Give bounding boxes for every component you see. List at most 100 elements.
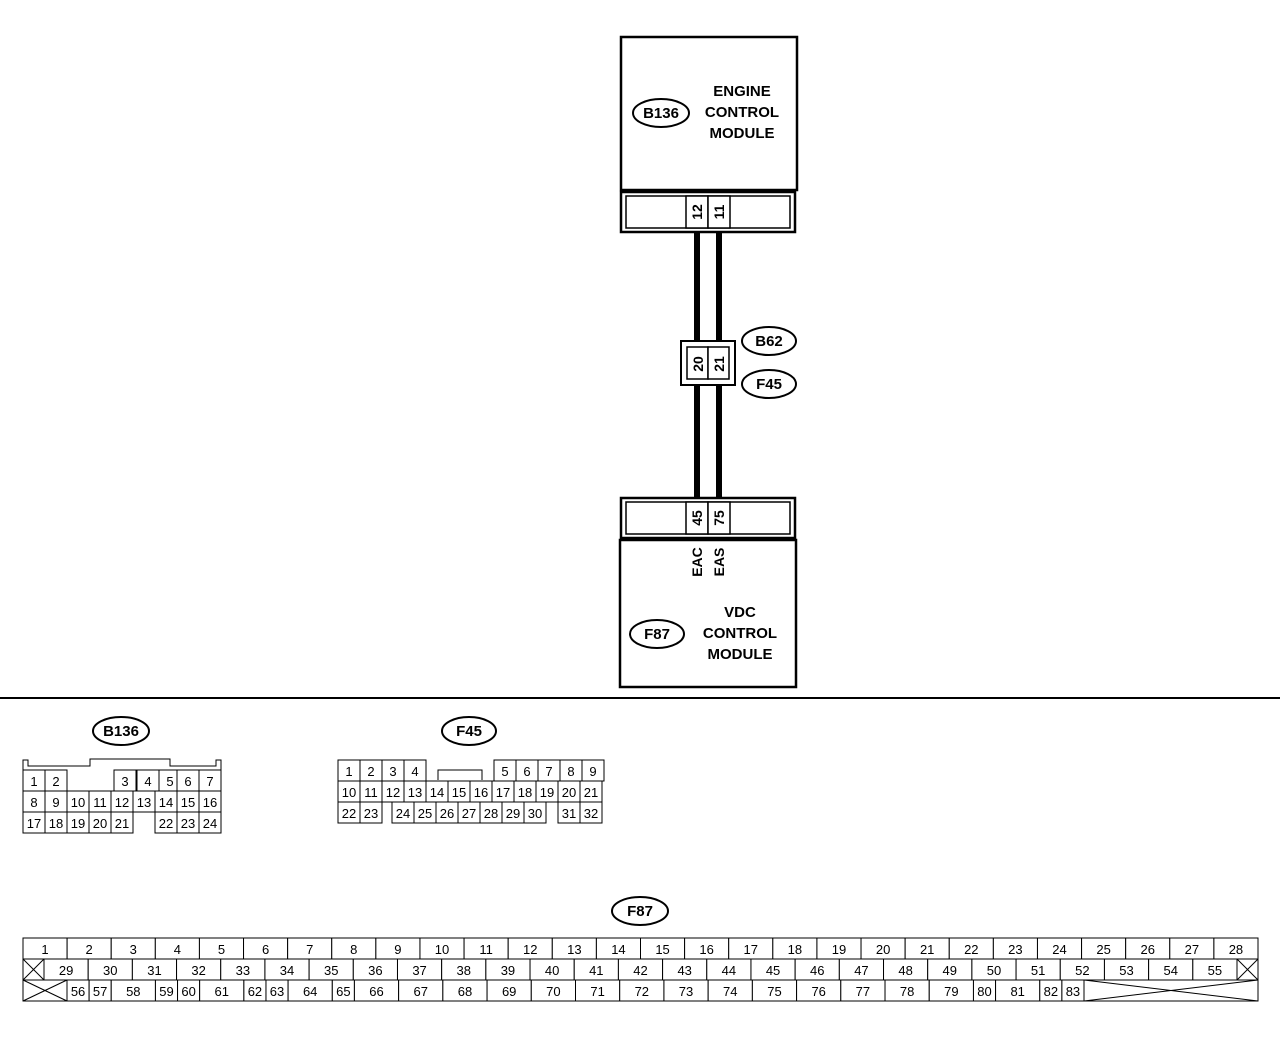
- f45-pin-label: 22: [342, 806, 356, 821]
- f87-pin-label: 57: [93, 984, 107, 999]
- f87-pin-label: 2: [86, 942, 93, 957]
- vdc-pin-75: 75: [711, 510, 727, 526]
- f45-pin-label: 5: [501, 764, 508, 779]
- f87-pin-label: 34: [280, 963, 294, 978]
- b136-pin-label: 4: [144, 774, 151, 789]
- f87-pin-label: 47: [854, 963, 868, 978]
- f87-pin-label: 15: [655, 942, 669, 957]
- f45-pin-label: 31: [562, 806, 576, 821]
- f87-pin-label: 30: [103, 963, 117, 978]
- f87-pin-label: 14: [611, 942, 625, 957]
- f87-pin-label: 29: [59, 963, 73, 978]
- f45-pin-label: 6: [523, 764, 530, 779]
- f87-pin-label: 59: [159, 984, 173, 999]
- f45-pin-label: 10: [342, 785, 356, 800]
- f87-pin-label: 46: [810, 963, 824, 978]
- f87-pin-label: 36: [368, 963, 382, 978]
- joint-pin-21: 21: [711, 356, 727, 372]
- b136-pin-label: 23: [181, 816, 195, 831]
- vdc-control-module: 45 75 EAC EAS F87 VDC CONTROL MODULE: [618, 496, 798, 689]
- f87-pin-label: 73: [679, 984, 693, 999]
- vdc-name-line-2: CONTROL: [703, 625, 777, 642]
- b136-pin-label: 24: [203, 816, 217, 831]
- f45-pin-label: 2: [367, 764, 374, 779]
- f87-pin-label: 49: [943, 963, 957, 978]
- f45-pin-label: 9: [589, 764, 596, 779]
- f87-pin-label: 25: [1096, 942, 1110, 957]
- engine-control-module: B136 ENGINE CONTROL MODULE 12 11: [619, 35, 799, 234]
- joint-connector: 20 21 B62 F45: [680, 326, 797, 399]
- f87-pin-label: 17: [744, 942, 758, 957]
- ecm-name-line-3: MODULE: [710, 125, 775, 142]
- f87-pin-label: 43: [677, 963, 691, 978]
- ecm-pin-cell-11: [707, 195, 731, 229]
- f87-pin-label: 31: [147, 963, 161, 978]
- f87-pin-label: 28: [1229, 942, 1243, 957]
- f87-pin-label: 44: [722, 963, 736, 978]
- f87-pin-label: 48: [898, 963, 912, 978]
- f87-pin-label: 72: [635, 984, 649, 999]
- vdc-name-line-1: VDC: [724, 604, 756, 621]
- f87-pin-label: 63: [270, 984, 284, 999]
- b136-pin-label: 9: [52, 795, 59, 810]
- f45-pin-label: 8: [567, 764, 574, 779]
- joint-pin-cell-21: [707, 346, 730, 380]
- joint-connector-id-b62: B62: [755, 333, 783, 350]
- b136-pin-label: 16: [203, 795, 217, 810]
- f87-pin-label: 24: [1052, 942, 1066, 957]
- f45-pin-label: 25: [418, 806, 432, 821]
- f45-pin-label: 21: [584, 785, 598, 800]
- f87-pin-label: 5: [218, 942, 225, 957]
- f87-pin-label: 83: [1066, 984, 1080, 999]
- f87-pin-label: 10: [435, 942, 449, 957]
- f45-pin-label: 30: [528, 806, 542, 821]
- f87-pin-label: 58: [126, 984, 140, 999]
- b136-face-label: B136: [103, 723, 139, 740]
- ecm-connector-id: B136: [643, 105, 679, 122]
- f87-pin-label: 22: [964, 942, 978, 957]
- ecm-pin-12: 12: [689, 204, 705, 220]
- f87-pin-label: 11: [479, 942, 493, 957]
- f87-pin-label: 77: [856, 984, 870, 999]
- f45-pin-cell: [523, 801, 547, 824]
- f45-pin-label: 16: [474, 785, 488, 800]
- f87-pin-label: 3: [130, 942, 137, 957]
- f87-pin-label: 12: [523, 942, 537, 957]
- f87-face-badge: [611, 896, 669, 926]
- f87-pin-label: 54: [1163, 963, 1177, 978]
- f45-pin-label: 20: [562, 785, 576, 800]
- b136-pin-label: 17: [27, 816, 41, 831]
- b136-pin-label: 12: [115, 795, 129, 810]
- f87-pin-label: 65: [336, 984, 350, 999]
- f87-pin-label: 13: [567, 942, 581, 957]
- f87-pin-label: 52: [1075, 963, 1089, 978]
- f87-face-label: F87: [627, 903, 653, 920]
- f45-pin-label: 18: [518, 785, 532, 800]
- b136-pin-label: 7: [206, 774, 213, 789]
- b136-pin-cell: [198, 811, 222, 834]
- harness-wires: [694, 232, 722, 500]
- f87-pin-label: 79: [944, 984, 958, 999]
- ecm-name-line-1: ENGINE: [713, 83, 771, 100]
- b136-pin-label: 1: [30, 774, 37, 789]
- f87-pin-label: 78: [900, 984, 914, 999]
- f87-pin-label: 39: [501, 963, 515, 978]
- vdc-connector-id: F87: [644, 626, 670, 643]
- joint-badge-b62: [741, 326, 797, 356]
- f45-pin-label: 17: [496, 785, 510, 800]
- f87-pin-label: 56: [71, 984, 85, 999]
- f45-pin-label: 4: [411, 764, 418, 779]
- f87-pin-label: 53: [1119, 963, 1133, 978]
- f87-pin-label: 8: [350, 942, 357, 957]
- f87-pin-label: 37: [412, 963, 426, 978]
- f45-pin-label: 11: [364, 785, 378, 800]
- f87-pin-label: 20: [876, 942, 890, 957]
- vdc-name-line-3: MODULE: [708, 646, 773, 663]
- f87-pin-label: 74: [723, 984, 737, 999]
- f87-pin-label: 67: [414, 984, 428, 999]
- f45-face-badge: [441, 716, 497, 746]
- f45-pin-label: 3: [389, 764, 396, 779]
